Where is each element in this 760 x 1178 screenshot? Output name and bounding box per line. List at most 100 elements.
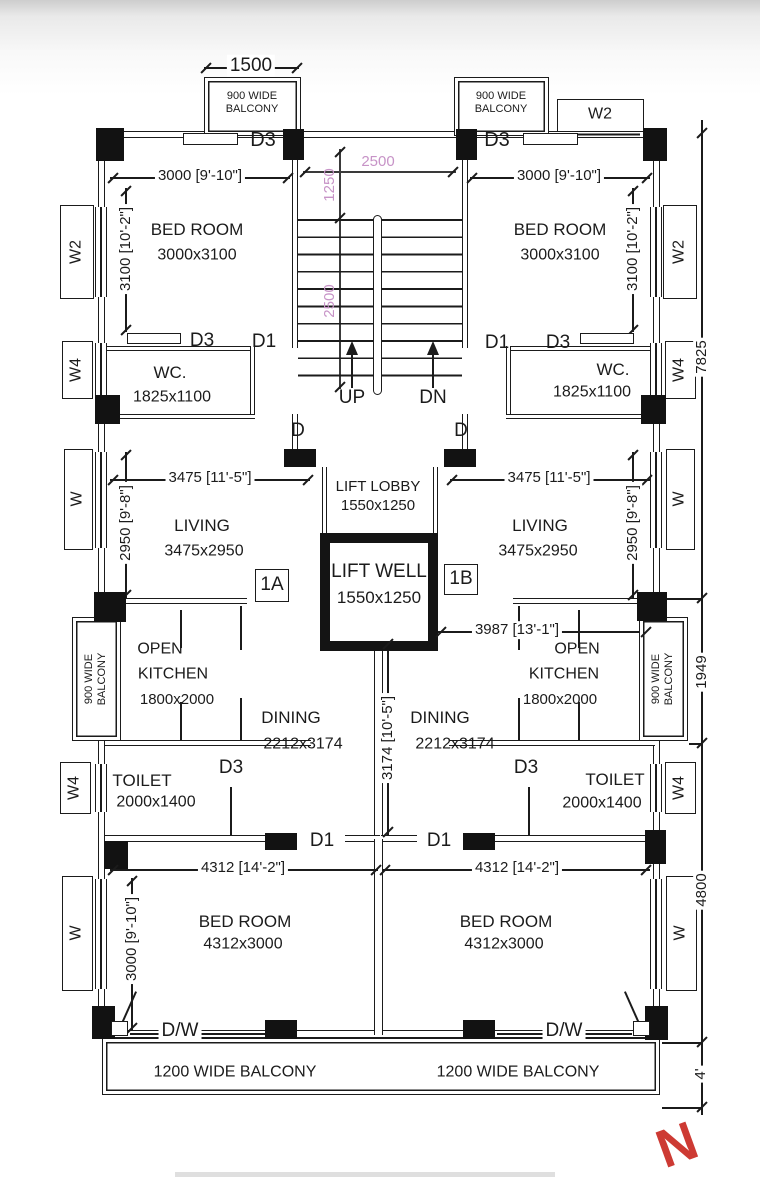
column	[96, 128, 124, 161]
wc-right-wall-bottom	[506, 414, 656, 419]
room-wc-right-size: 1825x1100	[553, 383, 631, 401]
window-w-right	[650, 452, 662, 548]
window-w4-left-toilet-box	[60, 762, 91, 814]
room-living-right: LIVING	[512, 515, 568, 535]
room-living-left-size: 3475x2950	[164, 542, 244, 560]
window-w4-left-box	[62, 341, 93, 399]
window-w4-left-toilet	[95, 764, 107, 812]
window-w2-right	[650, 207, 662, 297]
room-wc-left-size: 1825x1100	[133, 388, 211, 406]
window-w-right-label: W	[670, 491, 688, 507]
door-label-d3: D3	[513, 756, 539, 778]
lobby-wall-left	[322, 467, 327, 533]
toilet-left-wall-top	[105, 740, 311, 746]
window-w2-left-box	[60, 205, 94, 299]
window-w-right-bottom	[650, 879, 662, 989]
room-toilet-right: TOILET	[585, 769, 645, 789]
window-w4-right-toilet-box	[665, 762, 696, 814]
room-lift-lobby-size: 1550x1250	[340, 497, 416, 515]
dim-ext-line	[689, 743, 702, 745]
kitchen-right-jamb	[578, 702, 580, 740]
living-kitchen-wall-right	[513, 598, 655, 604]
room-toilet-right-size: 2000x1400	[562, 794, 642, 812]
toilet-left-door-stub	[230, 787, 232, 836]
door-stub-dw-right	[633, 1021, 650, 1036]
window-w4-right-label: W4	[670, 358, 688, 382]
stair-dn-label: DN	[419, 386, 447, 408]
door-label-d3: D3	[545, 331, 571, 353]
unit-label-box-1a	[255, 569, 289, 602]
dim-chain-right	[701, 120, 703, 1115]
door-header-dw-left	[265, 1020, 297, 1039]
room-wc-left: WC.	[153, 362, 187, 382]
window-w2-top-box	[557, 99, 644, 132]
unit-label-1a: 1A	[260, 573, 284, 595]
window-w-left-bottom	[95, 879, 107, 989]
column	[643, 128, 667, 161]
wc-right-wall-top	[506, 346, 656, 351]
stair-center-rail	[373, 215, 382, 395]
window-w4-left-toilet-label: W4	[65, 776, 83, 800]
kitchen-right-stub	[518, 698, 520, 742]
room-dining-left-size: 2212x3174	[263, 735, 343, 753]
stair-wall-right-upper	[462, 138, 468, 348]
dim-bed-bottom-h: 3000 [9'-10"]	[123, 893, 141, 985]
down-arrow-icon	[427, 341, 439, 355]
door-label-d: D	[291, 419, 305, 441]
dim-stair-landing: 1250	[321, 168, 339, 202]
unit-label-1b: 1B	[449, 567, 473, 589]
balcony-900-line1: 900 WIDE	[226, 90, 278, 103]
bedroom-bottom-wall-left2	[345, 835, 380, 842]
window-w4-right-toilet-label: W4	[670, 776, 688, 800]
room-living-left: LIVING	[174, 515, 230, 535]
bedroom-bottom-wall-left	[105, 835, 266, 842]
room-kitchen-left-size: 1800x2000	[139, 691, 215, 709]
room-kitchen-right-size: 1800x2000	[522, 691, 598, 709]
kitchen-left-stub	[240, 698, 242, 742]
window-w2-left	[95, 207, 107, 297]
window-w4-right-box	[665, 341, 696, 399]
north-compass: N	[648, 1110, 706, 1178]
column	[456, 129, 477, 160]
door-label-d1: D1	[251, 330, 277, 352]
room-bedroom-top-left: BED ROOM	[150, 219, 244, 239]
balcony-bottom-right-label: 1200 WIDE BALCONY	[436, 1063, 600, 1081]
window-w4-left-label: W4	[67, 358, 85, 382]
room-bedroom-bottom-right: BED ROOM	[459, 911, 553, 931]
window-w4-right-toilet	[650, 764, 662, 812]
door-label-d3: D3	[189, 329, 215, 351]
wc-left-wall-top	[105, 346, 255, 351]
dim-living-h-left: 2950 [9'-8"]	[117, 482, 135, 564]
door-label-dw: D/W	[158, 1019, 202, 1043]
room-bedroom-top-left-size: 3000x3100	[157, 246, 237, 264]
bedroom-bottom-wall-right	[495, 835, 656, 842]
room-dining-left: DINING	[261, 707, 321, 727]
kitchen-left-stub	[240, 606, 242, 650]
dim-bed-bottom-w-right: 4312 [14'-2"]	[471, 859, 563, 877]
dim-ext-line	[662, 1042, 702, 1044]
window-w-left-bottom-label: W	[67, 925, 85, 941]
room-lift-lobby: LIFT LOBBY	[335, 478, 421, 496]
photo-crop-artifact	[175, 1172, 555, 1177]
dim-bed-top-h-right: 3100 [10'-2"]	[624, 203, 642, 295]
lobby-wall-right	[433, 467, 438, 533]
wc-right-wall-left	[506, 346, 511, 419]
kitchen-left-jamb	[180, 610, 182, 648]
balcony-top-left-label: 900 WIDE BALCONY	[226, 90, 279, 116]
wall-top	[98, 131, 660, 138]
column	[637, 592, 667, 621]
dim-side-balcony: 4'	[692, 1065, 710, 1083]
dim-stair-width: 2500	[361, 153, 395, 171]
window-w-right-box	[666, 449, 695, 550]
window-w-left-label: W	[68, 491, 86, 507]
window-w-left-bottom-box	[62, 876, 93, 991]
column	[645, 1006, 668, 1040]
column	[95, 395, 120, 424]
door-leaf-d3-top-left	[183, 133, 238, 145]
dim-bed-top-h-left: 3100 [10'-2"]	[117, 203, 135, 295]
dim-dining-h: 3174 [10'-5"]	[379, 692, 397, 784]
dim-top-balcony: 1500	[226, 54, 276, 78]
door-header-right	[444, 449, 476, 467]
window-w-left-box	[64, 449, 93, 550]
